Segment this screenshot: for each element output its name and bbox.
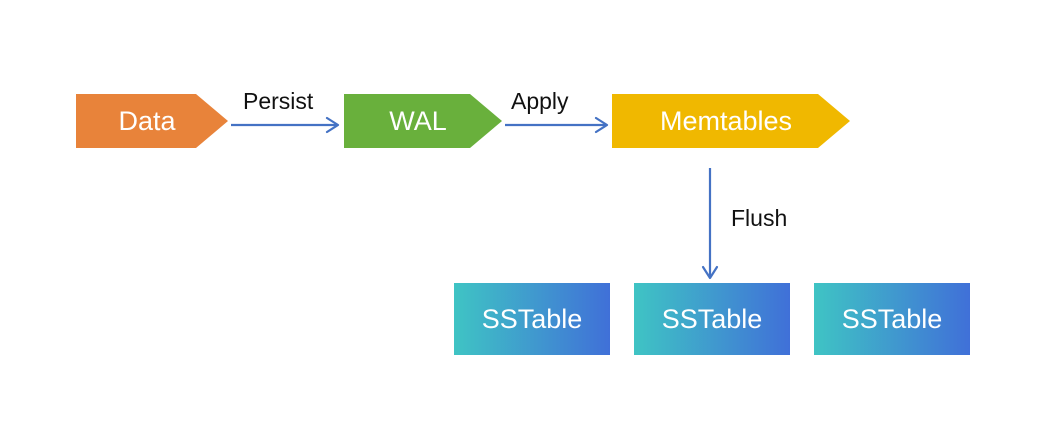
edge-label-flush: Flush bbox=[731, 205, 788, 231]
node-sstable-1[interactable] bbox=[454, 283, 610, 355]
node-shape-memtables[interactable] bbox=[612, 94, 850, 148]
node-shape-sstable-3[interactable] bbox=[814, 283, 970, 355]
node-shape-sstable-1[interactable] bbox=[454, 283, 610, 355]
edge-flush bbox=[701, 168, 719, 280]
node-wal[interactable] bbox=[344, 94, 502, 148]
edge-persist bbox=[231, 116, 340, 134]
edge-label-persist: Persist bbox=[243, 88, 314, 114]
node-shape-sstable-2[interactable] bbox=[634, 283, 790, 355]
node-memtables[interactable] bbox=[612, 94, 850, 148]
node-shape-data[interactable] bbox=[76, 94, 228, 148]
node-sstable-3[interactable] bbox=[814, 283, 970, 355]
node-sstable-2[interactable] bbox=[634, 283, 790, 355]
node-data[interactable] bbox=[76, 94, 228, 148]
edge-label-apply: Apply bbox=[511, 88, 569, 114]
edge-apply bbox=[505, 116, 609, 134]
node-shape-wal[interactable] bbox=[344, 94, 502, 148]
